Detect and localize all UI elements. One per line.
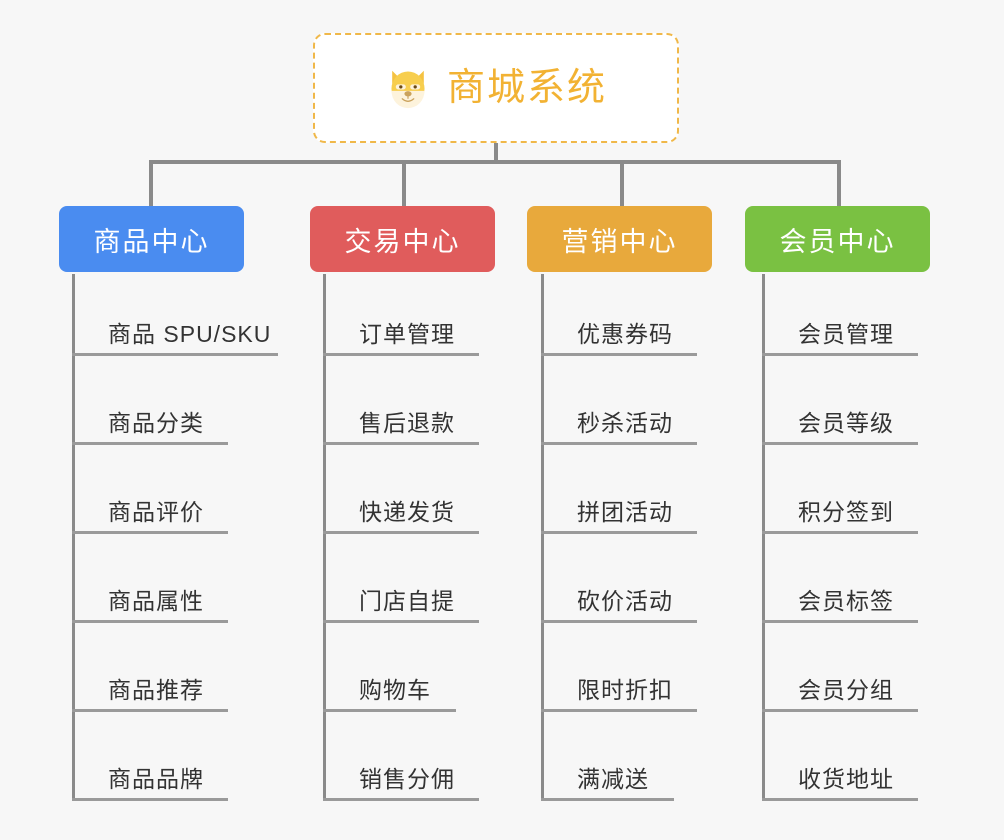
leaf-label-3-4: 会员分组	[798, 677, 894, 703]
leaf-item-2-2[interactable]: 拼团活动	[541, 499, 697, 534]
leaf-item-0-2[interactable]: 商品评价	[72, 499, 228, 534]
leaf-item-0-1[interactable]: 商品分类	[72, 410, 228, 445]
leaf-label-2-0: 优惠券码	[577, 321, 673, 347]
leaf-label-0-0: 商品 SPU/SKU	[108, 321, 272, 347]
category-header-2[interactable]: 营销中心	[527, 206, 712, 272]
root-node-mall-system[interactable]: 商城系统	[313, 33, 679, 143]
leaf-label-2-5: 满减送	[577, 766, 649, 792]
column-trunk-1	[323, 274, 326, 801]
connector-horizontal-bus	[149, 160, 839, 164]
leaf-item-3-0[interactable]: 会员管理	[762, 321, 918, 356]
root-node-title: 商城系统	[446, 67, 607, 109]
leaf-item-0-4[interactable]: 商品推荐	[72, 677, 228, 712]
category-label-1: 交易中心	[344, 226, 461, 257]
leaf-label-3-2: 积分签到	[798, 499, 894, 525]
leaf-label-1-5: 销售分佣	[359, 766, 455, 792]
leaf-item-1-2[interactable]: 快递发货	[323, 499, 479, 534]
leaf-label-2-4: 限时折扣	[577, 677, 673, 703]
leaf-item-1-4[interactable]: 购物车	[323, 677, 456, 712]
leaf-label-0-3: 商品属性	[108, 588, 204, 614]
leaf-label-2-2: 拼团活动	[577, 499, 673, 525]
leaf-item-3-2[interactable]: 积分签到	[762, 499, 918, 534]
leaf-item-2-0[interactable]: 优惠券码	[541, 321, 697, 356]
category-header-1[interactable]: 交易中心	[310, 206, 495, 272]
leaf-item-2-1[interactable]: 秒杀活动	[541, 410, 697, 445]
connector-drop-4	[837, 160, 841, 206]
leaf-label-3-3: 会员标签	[798, 588, 894, 614]
category-label-2: 营销中心	[561, 226, 678, 257]
leaf-item-1-0[interactable]: 订单管理	[323, 321, 479, 356]
leaf-label-3-0: 会员管理	[798, 321, 894, 347]
leaf-item-1-5[interactable]: 销售分佣	[323, 766, 479, 801]
category-header-3[interactable]: 会员中心	[745, 206, 930, 272]
connector-root-stem	[494, 143, 498, 164]
shiba-dog-face-icon	[391, 70, 425, 109]
leaf-item-0-5[interactable]: 商品品牌	[72, 766, 228, 801]
leaf-label-1-2: 快递发货	[359, 499, 455, 525]
leaf-label-3-5: 收货地址	[798, 766, 894, 792]
leaf-label-1-4: 购物车	[359, 677, 431, 703]
leaf-label-2-3: 砍价活动	[577, 588, 673, 614]
leaf-label-3-1: 会员等级	[798, 410, 894, 436]
leaf-item-2-4[interactable]: 限时折扣	[541, 677, 697, 712]
leaf-item-3-1[interactable]: 会员等级	[762, 410, 918, 445]
leaf-item-1-1[interactable]: 售后退款	[323, 410, 479, 445]
leaf-label-1-0: 订单管理	[359, 321, 455, 347]
leaf-label-0-1: 商品分类	[108, 410, 204, 436]
leaf-label-0-2: 商品评价	[108, 499, 204, 525]
connector-drop-3	[620, 160, 624, 206]
leaf-label-1-3: 门店自提	[359, 588, 455, 614]
leaf-item-3-4[interactable]: 会员分组	[762, 677, 918, 712]
leaf-item-3-3[interactable]: 会员标签	[762, 588, 918, 623]
column-trunk-0	[72, 274, 75, 801]
leaf-label-0-4: 商品推荐	[108, 677, 204, 703]
leaf-label-0-5: 商品品牌	[108, 766, 204, 792]
connector-drop-2	[402, 160, 406, 206]
leaf-item-2-3[interactable]: 砍价活动	[541, 588, 697, 623]
category-label-3: 会员中心	[779, 226, 896, 257]
leaf-item-3-5[interactable]: 收货地址	[762, 766, 918, 801]
category-header-0[interactable]: 商品中心	[59, 206, 244, 272]
leaf-label-2-1: 秒杀活动	[577, 410, 673, 436]
connector-drop-1	[149, 160, 153, 206]
leaf-item-1-3[interactable]: 门店自提	[323, 588, 479, 623]
category-label-0: 商品中心	[93, 226, 210, 257]
leaf-item-0-3[interactable]: 商品属性	[72, 588, 228, 623]
column-trunk-3	[762, 274, 765, 801]
leaf-item-2-5[interactable]: 满减送	[541, 766, 674, 801]
column-trunk-2	[541, 274, 544, 801]
leaf-item-0-0[interactable]: 商品 SPU/SKU	[72, 321, 278, 356]
leaf-label-1-1: 售后退款	[359, 410, 455, 436]
